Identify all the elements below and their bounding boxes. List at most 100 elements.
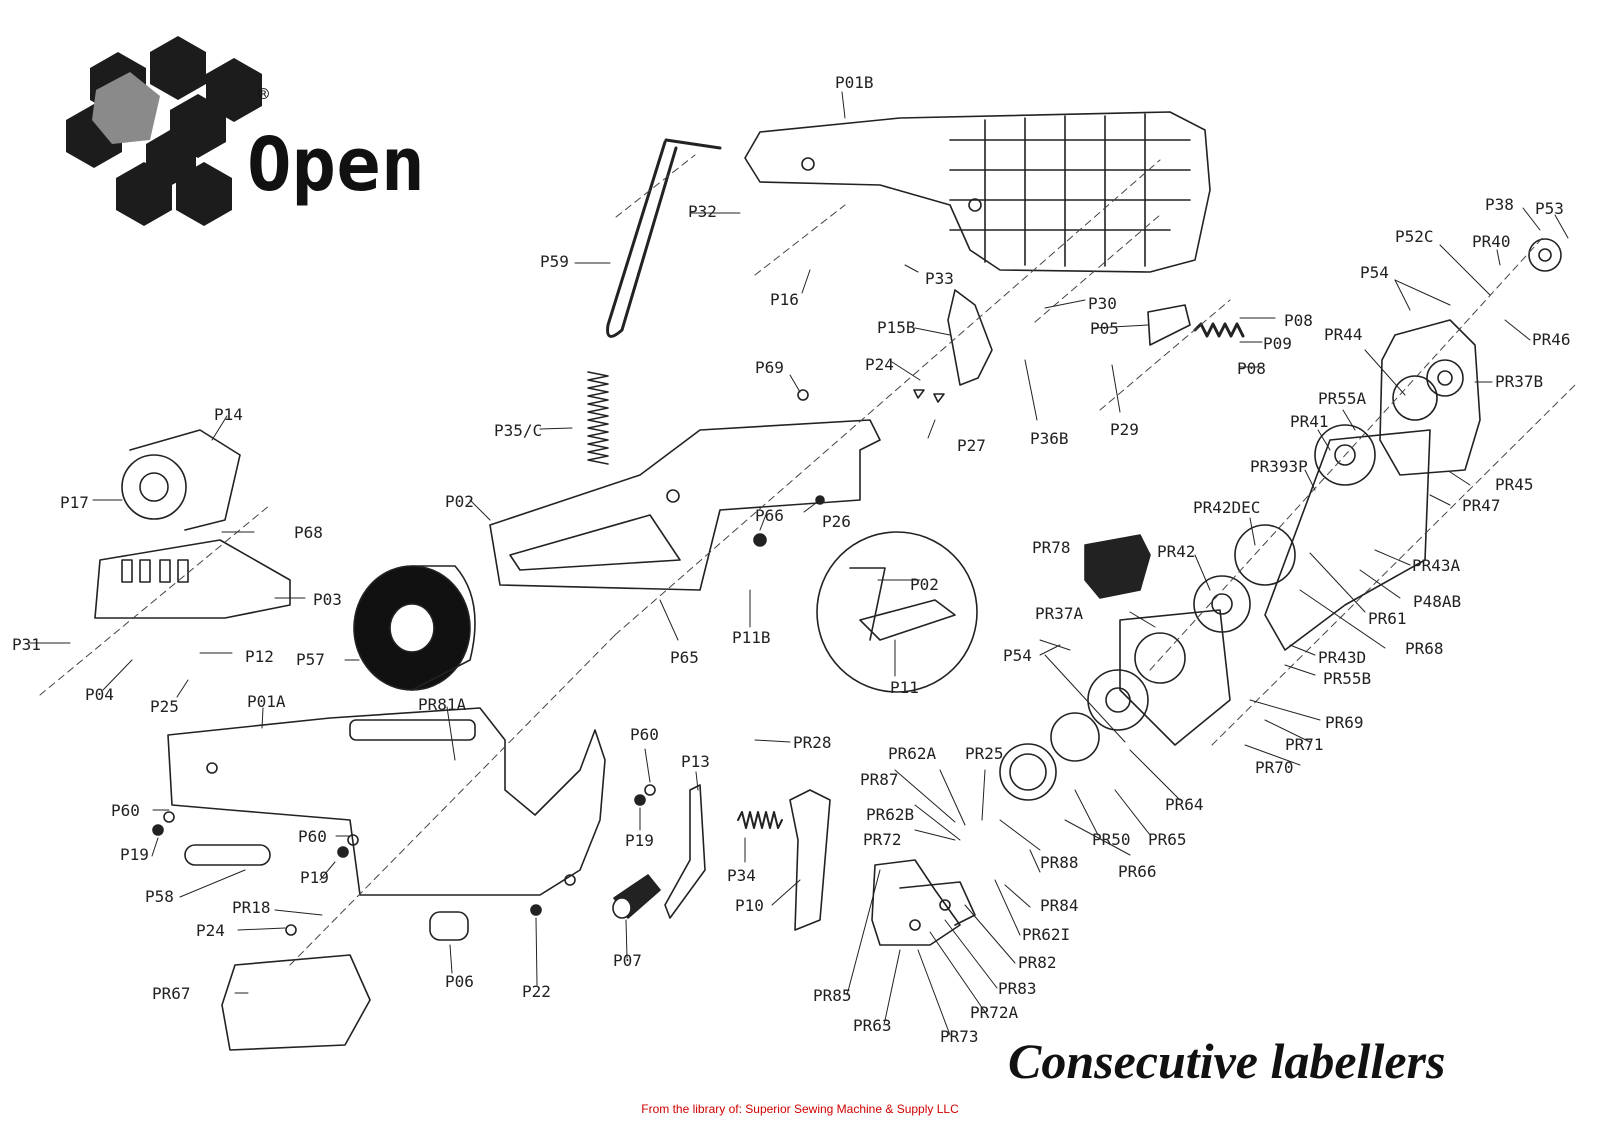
label-PR50: PR50	[1092, 830, 1131, 849]
label-roll-drawing	[353, 565, 476, 691]
label-P11: P11	[890, 678, 919, 697]
label-P01A: P01A	[247, 692, 286, 711]
label-P08-top: P08	[1284, 311, 1313, 330]
label-P24-bottom: P24	[196, 921, 225, 940]
brand-logo	[66, 36, 262, 226]
label-P48AB: P48AB	[1413, 592, 1461, 611]
part-drawings	[94, 111, 1562, 1051]
label-P65: P65	[670, 648, 699, 667]
label-PR28: PR28	[793, 733, 832, 752]
label-PR67: PR67	[152, 984, 191, 1003]
bottom-mechanism-drawing	[871, 859, 976, 946]
label-P15B: P15B	[877, 318, 916, 337]
roller-drawing	[612, 874, 661, 919]
label-P30: P30	[1088, 294, 1117, 313]
label-PR78: PR78	[1032, 538, 1071, 557]
label-P06: P06	[445, 972, 474, 991]
assembly-axes	[39, 154, 1576, 966]
label-P36B: P36B	[1030, 429, 1069, 448]
label-P08-bottom: P08	[1237, 359, 1266, 378]
label-P68: P68	[294, 523, 323, 542]
label-P34: P34	[727, 866, 756, 885]
label-P09: P09	[1263, 334, 1292, 353]
label-P29: P29	[1110, 420, 1139, 439]
label-P53: P53	[1535, 199, 1564, 218]
label-PR71: PR71	[1285, 735, 1324, 754]
label-P69: P69	[755, 358, 784, 377]
spring-small-drawing	[737, 811, 783, 829]
label-P11B: P11B	[732, 628, 771, 647]
arm-drawing	[664, 784, 706, 919]
label-P60-right: P60	[630, 725, 659, 744]
label-P01B: P01B	[835, 73, 874, 92]
label-PR47: PR47	[1462, 496, 1501, 515]
label-PR55A: PR55A	[1318, 389, 1367, 408]
label-P31: P31	[12, 635, 41, 654]
registered-mark: ®	[258, 84, 269, 105]
label-PR42: PR42	[1157, 542, 1196, 561]
button-drawing	[429, 911, 469, 941]
inset-circle	[816, 531, 978, 693]
label-P19-left: P19	[120, 845, 149, 864]
label-PR85: PR85	[813, 986, 852, 1005]
label-P52C: P52C	[1395, 227, 1434, 246]
label-PR62B: PR62B	[866, 805, 914, 824]
print-block-drawing	[1084, 534, 1151, 599]
label-P12: P12	[245, 647, 274, 666]
label-PR18: PR18	[232, 898, 271, 917]
label-P60-mid: P60	[298, 827, 327, 846]
label-PR37A: PR37A	[1035, 604, 1084, 623]
label-PR40: PR40	[1472, 232, 1511, 251]
label-P25: P25	[150, 697, 179, 716]
fasteners-drawing	[152, 389, 945, 936]
label-PR88: PR88	[1040, 853, 1079, 872]
label-PR41: PR41	[1290, 412, 1329, 431]
label-PR69: PR69	[1325, 713, 1364, 732]
trigger-lever-drawing	[489, 419, 881, 591]
label-P66: P66	[755, 506, 784, 525]
label-P38: P38	[1485, 195, 1514, 214]
label-P17: P17	[60, 493, 89, 512]
coil-spring-drawing	[1193, 322, 1245, 338]
label-P35C: P35/C	[494, 421, 542, 440]
part-labels: P01B P32 P59 P16 P33 P30 P05 P08 P09 P08…	[12, 73, 1571, 1046]
label-PR37B: PR37B	[1495, 372, 1543, 391]
label-P05: P05	[1090, 319, 1119, 338]
bracket-drawing	[1147, 304, 1191, 346]
label-PR55B: PR55B	[1323, 669, 1371, 688]
label-P10: P10	[735, 896, 764, 915]
label-P07: P07	[613, 951, 642, 970]
pawl-drawing	[947, 289, 993, 386]
label-PR84: PR84	[1040, 896, 1079, 915]
label-P02-inset: P02	[910, 575, 939, 594]
label-P33: P33	[925, 269, 954, 288]
label-P27: P27	[957, 436, 986, 455]
label-PR87: PR87	[860, 770, 899, 789]
strap-drawing	[606, 138, 722, 338]
label-PR61: PR61	[1368, 609, 1407, 628]
label-P13: P13	[681, 752, 710, 771]
label-P57: P57	[296, 650, 325, 669]
label-P60-left: P60	[111, 801, 140, 820]
label-PR25: PR25	[965, 744, 1004, 763]
leader-lines	[29, 91, 1569, 1036]
brand-name: Open	[247, 122, 425, 208]
label-P26: P26	[822, 512, 851, 531]
label-PR63: PR63	[853, 1016, 892, 1035]
housing-top-drawing	[744, 111, 1211, 273]
label-PR68: PR68	[1405, 639, 1444, 658]
label-PR81A: PR81A	[418, 695, 467, 714]
label-P58: P58	[145, 887, 174, 906]
label-PR62I: PR62I	[1022, 925, 1070, 944]
label-P19-mid: P19	[300, 868, 329, 887]
label-PR43A: PR43A	[1412, 556, 1461, 575]
gear-assembly-drawing	[999, 238, 1562, 801]
label-PR62A: PR62A	[888, 744, 937, 763]
label-P54-mid: P54	[1003, 646, 1032, 665]
label-PR45: PR45	[1495, 475, 1534, 494]
label-P19-right: P19	[625, 831, 654, 850]
label-PR82: PR82	[1018, 953, 1057, 972]
label-P14: P14	[214, 405, 243, 424]
